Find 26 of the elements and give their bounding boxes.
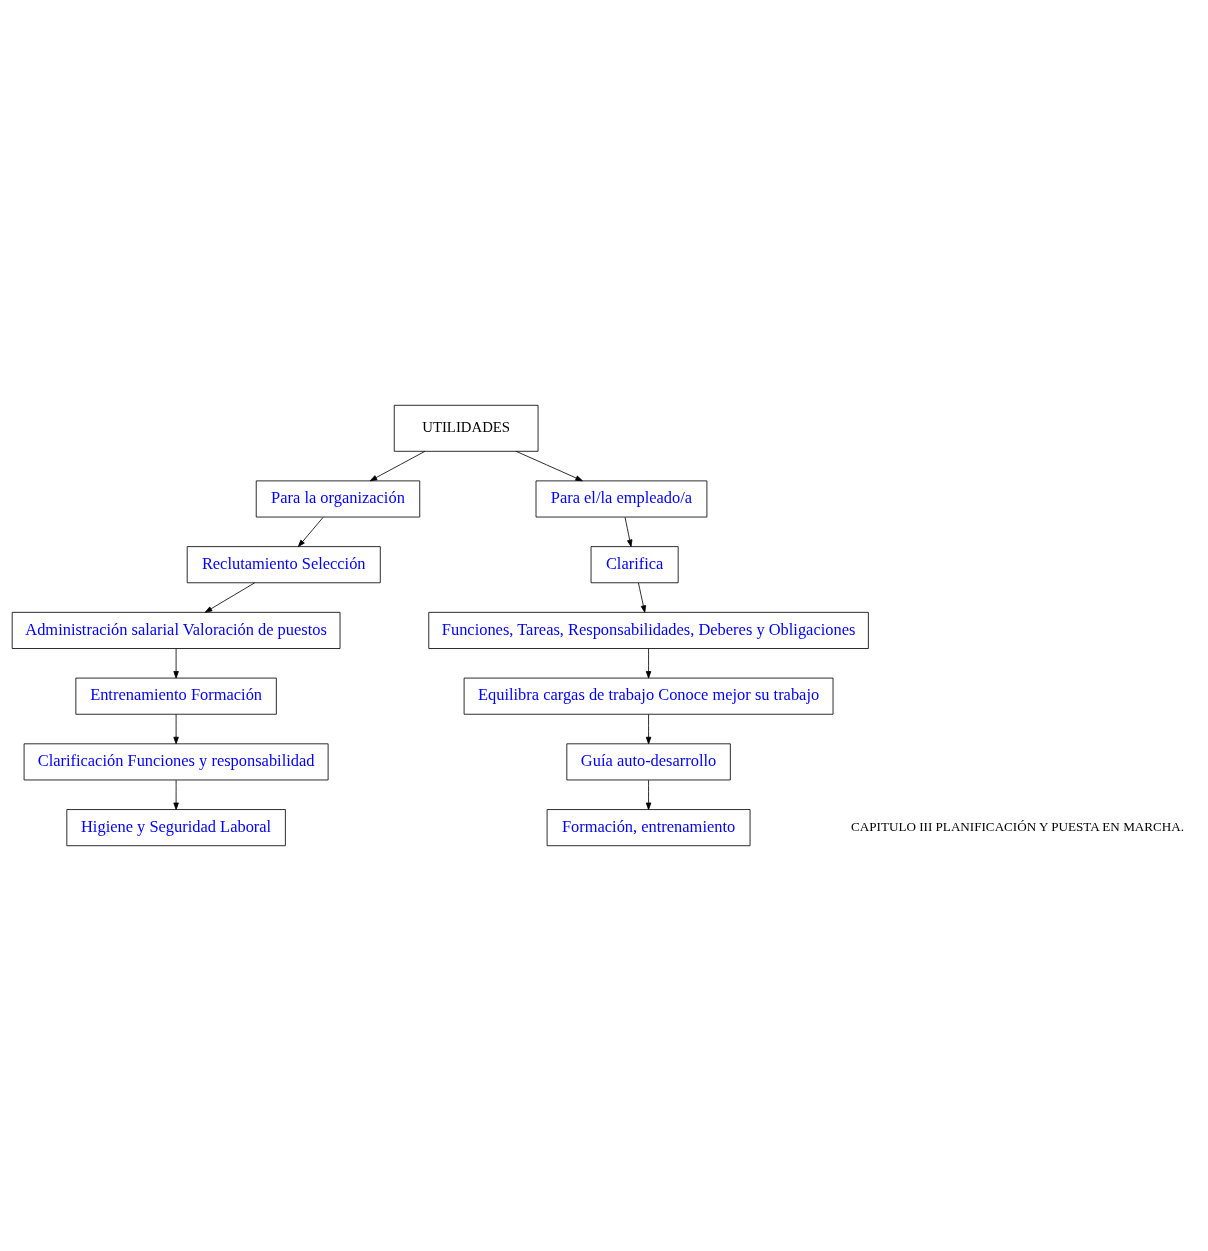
node-box: Equilibra cargas de trabajo Conoce mejor su trabajo bbox=[463, 677, 834, 715]
node-box: Entrenamiento Formación bbox=[75, 677, 277, 715]
arrow bbox=[515, 450, 583, 482]
arrow bbox=[624, 516, 633, 547]
node-box: Formación, entrenamiento bbox=[546, 809, 751, 847]
arrow bbox=[173, 648, 179, 679]
node-box: Reclutamiento Selección bbox=[186, 546, 381, 584]
arrow bbox=[369, 450, 426, 482]
node-box: Administración salarial Valoración de puestos bbox=[11, 611, 341, 649]
arrow bbox=[638, 582, 647, 613]
node-box: Clarificación Funciones y responsabilidad bbox=[23, 743, 329, 781]
arrow bbox=[173, 779, 179, 810]
arrow bbox=[173, 714, 179, 745]
label: CAPITULO III PLANIFICACIÓN Y PUESTA EN MARCHA. bbox=[851, 818, 1185, 834]
arrow bbox=[645, 779, 652, 810]
arrow bbox=[204, 582, 256, 613]
node-box: Para el/la empleado/a bbox=[535, 480, 708, 518]
node-box: UTILIDADES bbox=[393, 404, 539, 452]
arrow bbox=[297, 516, 324, 547]
node-box: Para la organización bbox=[255, 480, 421, 518]
node-box: Guía auto-desarrollo bbox=[566, 743, 731, 781]
node-box: Clarifica bbox=[590, 546, 679, 584]
arrow bbox=[645, 648, 652, 679]
arrow bbox=[645, 714, 652, 745]
node-box: Higiene y Seguridad Laboral bbox=[66, 809, 286, 847]
node-box: Funciones, Tareas, Responsabilidades, Deberes y Obligaciones bbox=[428, 611, 869, 649]
